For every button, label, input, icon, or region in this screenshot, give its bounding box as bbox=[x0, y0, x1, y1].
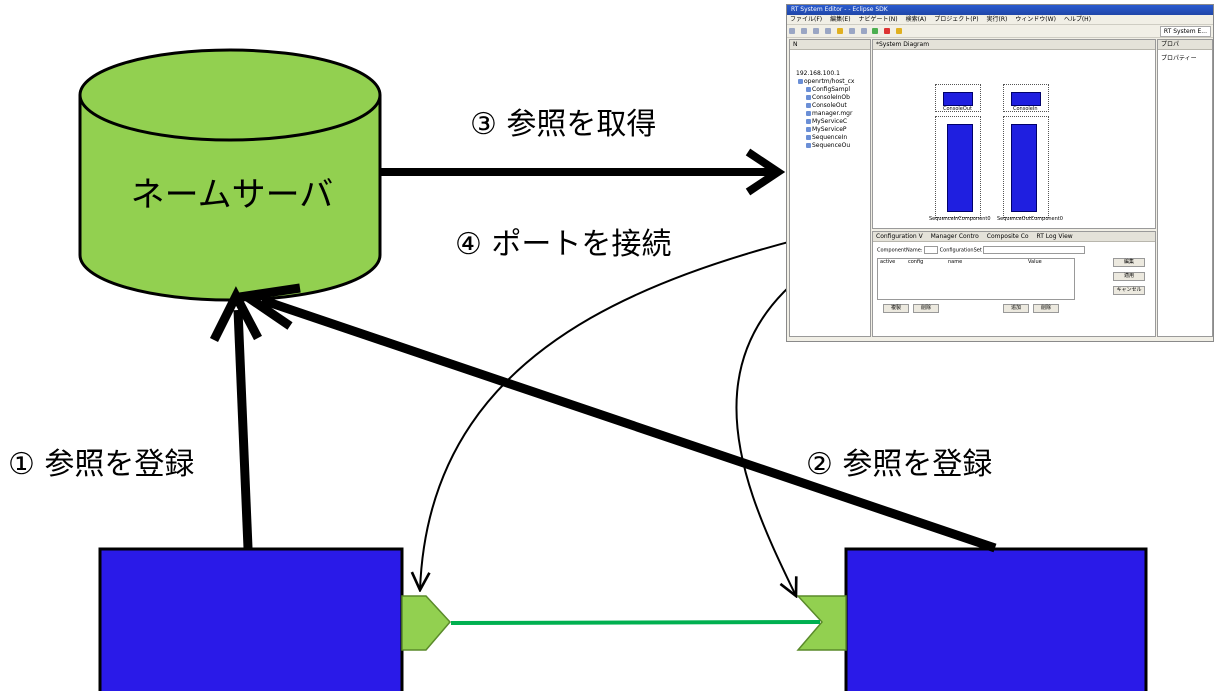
tab-rt-log-view[interactable]: RT Log View bbox=[1036, 233, 1073, 240]
selection-box bbox=[935, 116, 981, 218]
tree-host[interactable]: openrtm/host_cx bbox=[790, 78, 870, 86]
properties-header: プロパティー bbox=[1161, 55, 1197, 62]
component-icon bbox=[806, 127, 811, 132]
print-icon[interactable] bbox=[812, 28, 819, 34]
stop-icon[interactable] bbox=[884, 28, 891, 34]
properties-tab[interactable]: プロパ bbox=[1158, 40, 1212, 50]
manager-icon bbox=[806, 111, 811, 116]
col-name: name bbox=[948, 259, 963, 265]
config-columns: active config name Value bbox=[877, 258, 1075, 300]
menu-file[interactable]: ファイル(F) bbox=[790, 16, 823, 23]
debug-icon[interactable] bbox=[836, 28, 843, 34]
step4-label: ④ ポートを接続 bbox=[455, 227, 671, 262]
component-icon bbox=[806, 87, 811, 92]
tab-manager-control[interactable]: Manager Contro bbox=[930, 233, 979, 240]
config-set-field[interactable] bbox=[983, 246, 1086, 254]
connect-icon[interactable] bbox=[896, 28, 903, 34]
diagram-comp-top-2[interactable] bbox=[1011, 92, 1041, 106]
tree-item[interactable]: ConsoleOut bbox=[790, 102, 870, 110]
back-icon[interactable] bbox=[848, 28, 855, 34]
system-diagram-view[interactable]: *System Diagram ConsoleOut ConsoleIn Seq… bbox=[872, 39, 1156, 229]
configuration-view: Configuration V Manager Contro Composite… bbox=[872, 231, 1156, 337]
component-right[interactable] bbox=[844, 547, 1148, 691]
menu-project[interactable]: プロジェクト(P) bbox=[934, 16, 979, 23]
tree-item[interactable]: ConfigSampl bbox=[790, 86, 870, 94]
config-header-row: ComponentName: ConfigurationSet bbox=[877, 246, 1086, 254]
rt-system-editor-window[interactable]: RT System Editor - - Eclipse SDK ファイル(F)… bbox=[786, 4, 1214, 342]
menu-edit[interactable]: 編集(E) bbox=[830, 16, 851, 23]
delete-button[interactable]: 削除 bbox=[913, 304, 939, 313]
arrow-get-reference bbox=[380, 148, 786, 196]
save-icon[interactable] bbox=[800, 28, 807, 34]
bottom-tab-bar: Configuration V Manager Contro Composite… bbox=[873, 232, 1155, 242]
in-port-right[interactable] bbox=[796, 595, 847, 651]
arrow-register-left bbox=[209, 286, 262, 549]
cancel-button[interactable]: キャンセル bbox=[1113, 286, 1145, 295]
add-button[interactable]: 追加 bbox=[1003, 304, 1029, 313]
system-diagram-tab[interactable]: *System Diagram bbox=[873, 40, 1155, 50]
step3-label: ③ 参照を取得 bbox=[470, 107, 656, 142]
copy-button[interactable]: 複製 bbox=[883, 304, 909, 313]
component-left[interactable] bbox=[98, 547, 404, 691]
menu-navigate[interactable]: ナビゲート(N) bbox=[858, 16, 898, 23]
menu-help[interactable]: ヘルプ(H) bbox=[1063, 16, 1092, 23]
component-icon bbox=[806, 143, 811, 148]
folder-icon bbox=[798, 79, 803, 84]
tree-item[interactable]: MyServiceC bbox=[790, 118, 870, 126]
step1-label: ① 参照を登録 bbox=[8, 447, 194, 482]
diagram-comp-seq-in-name: SequenceInComponent0 bbox=[929, 216, 991, 222]
window-title: RT System Editor - - Eclipse SDK bbox=[787, 5, 1213, 15]
selection-box bbox=[935, 84, 981, 112]
name-server-label: ネームサーバ bbox=[131, 175, 334, 215]
diagram-comp-seq-out-name: SequenceOutComponent0 bbox=[997, 216, 1063, 222]
properties-view: プロパ プロパティー bbox=[1157, 39, 1213, 337]
tree-item[interactable]: MyServiceP bbox=[790, 126, 870, 134]
diagram-comp-top-1[interactable] bbox=[943, 92, 973, 106]
col-active: active bbox=[880, 259, 896, 265]
col-value: Value bbox=[1028, 259, 1042, 265]
search-icon[interactable] bbox=[824, 28, 831, 34]
tree-item[interactable]: SequenceOu bbox=[790, 142, 870, 150]
edit-button[interactable]: 編集 bbox=[1113, 258, 1145, 267]
name-server-cylinder[interactable] bbox=[78, 48, 382, 302]
name-service-tab[interactable]: N bbox=[790, 40, 870, 50]
tree-item[interactable]: manager.mgr bbox=[790, 110, 870, 118]
component-name-field[interactable] bbox=[924, 246, 939, 254]
tree-item[interactable]: SequenceIn bbox=[790, 134, 870, 142]
step2-label: ② 参照を登録 bbox=[806, 447, 992, 482]
diagram-comp-seq-in[interactable] bbox=[947, 124, 973, 212]
perspective-switch[interactable]: RT System E... bbox=[1159, 26, 1211, 37]
menu-search[interactable]: 検索(A) bbox=[905, 16, 927, 23]
new-icon[interactable] bbox=[789, 28, 795, 34]
apply-button[interactable]: 適用 bbox=[1113, 272, 1145, 281]
menu-window[interactable]: ウィンドウ(W) bbox=[1015, 16, 1056, 23]
tree-item[interactable]: ConsoleInOb bbox=[790, 94, 870, 102]
tab-configuration-view[interactable]: Configuration V bbox=[876, 233, 923, 240]
component-icon bbox=[806, 95, 811, 100]
component-icon bbox=[806, 103, 811, 108]
config-set-label: ConfigurationSet bbox=[939, 247, 982, 254]
component-name-label: ComponentName: bbox=[877, 247, 923, 254]
selection-box bbox=[1003, 116, 1049, 218]
diagram-comp-top-2-name: ConsoleIn bbox=[1013, 106, 1038, 112]
out-port-left[interactable] bbox=[401, 595, 452, 651]
delete-button-2[interactable]: 削除 bbox=[1033, 304, 1059, 313]
port-connection-line bbox=[450, 620, 821, 625]
selection-box bbox=[1003, 84, 1049, 112]
toolbar: RT System E... bbox=[787, 25, 1213, 38]
diagram-comp-seq-out[interactable] bbox=[1011, 124, 1037, 212]
col-config: config bbox=[908, 259, 924, 265]
menu-bar: ファイル(F) 編集(E) ナビゲート(N) 検索(A) プロジェクト(P) 実… bbox=[787, 15, 1213, 25]
component-icon bbox=[806, 119, 811, 124]
tree-root[interactable]: 192.168.100.1 bbox=[796, 70, 840, 77]
tab-composite[interactable]: Composite Co bbox=[986, 233, 1029, 240]
arrow-register-right bbox=[233, 283, 997, 553]
start-icon[interactable] bbox=[872, 28, 879, 34]
name-service-view: N 192.168.100.1 openrtm/host_cx ConfigSa… bbox=[789, 39, 871, 337]
component-icon bbox=[806, 135, 811, 140]
menu-run[interactable]: 実行(R) bbox=[986, 16, 1008, 23]
forward-icon[interactable] bbox=[860, 28, 867, 34]
diagram-comp-top-1-name: ConsoleOut bbox=[943, 106, 972, 112]
